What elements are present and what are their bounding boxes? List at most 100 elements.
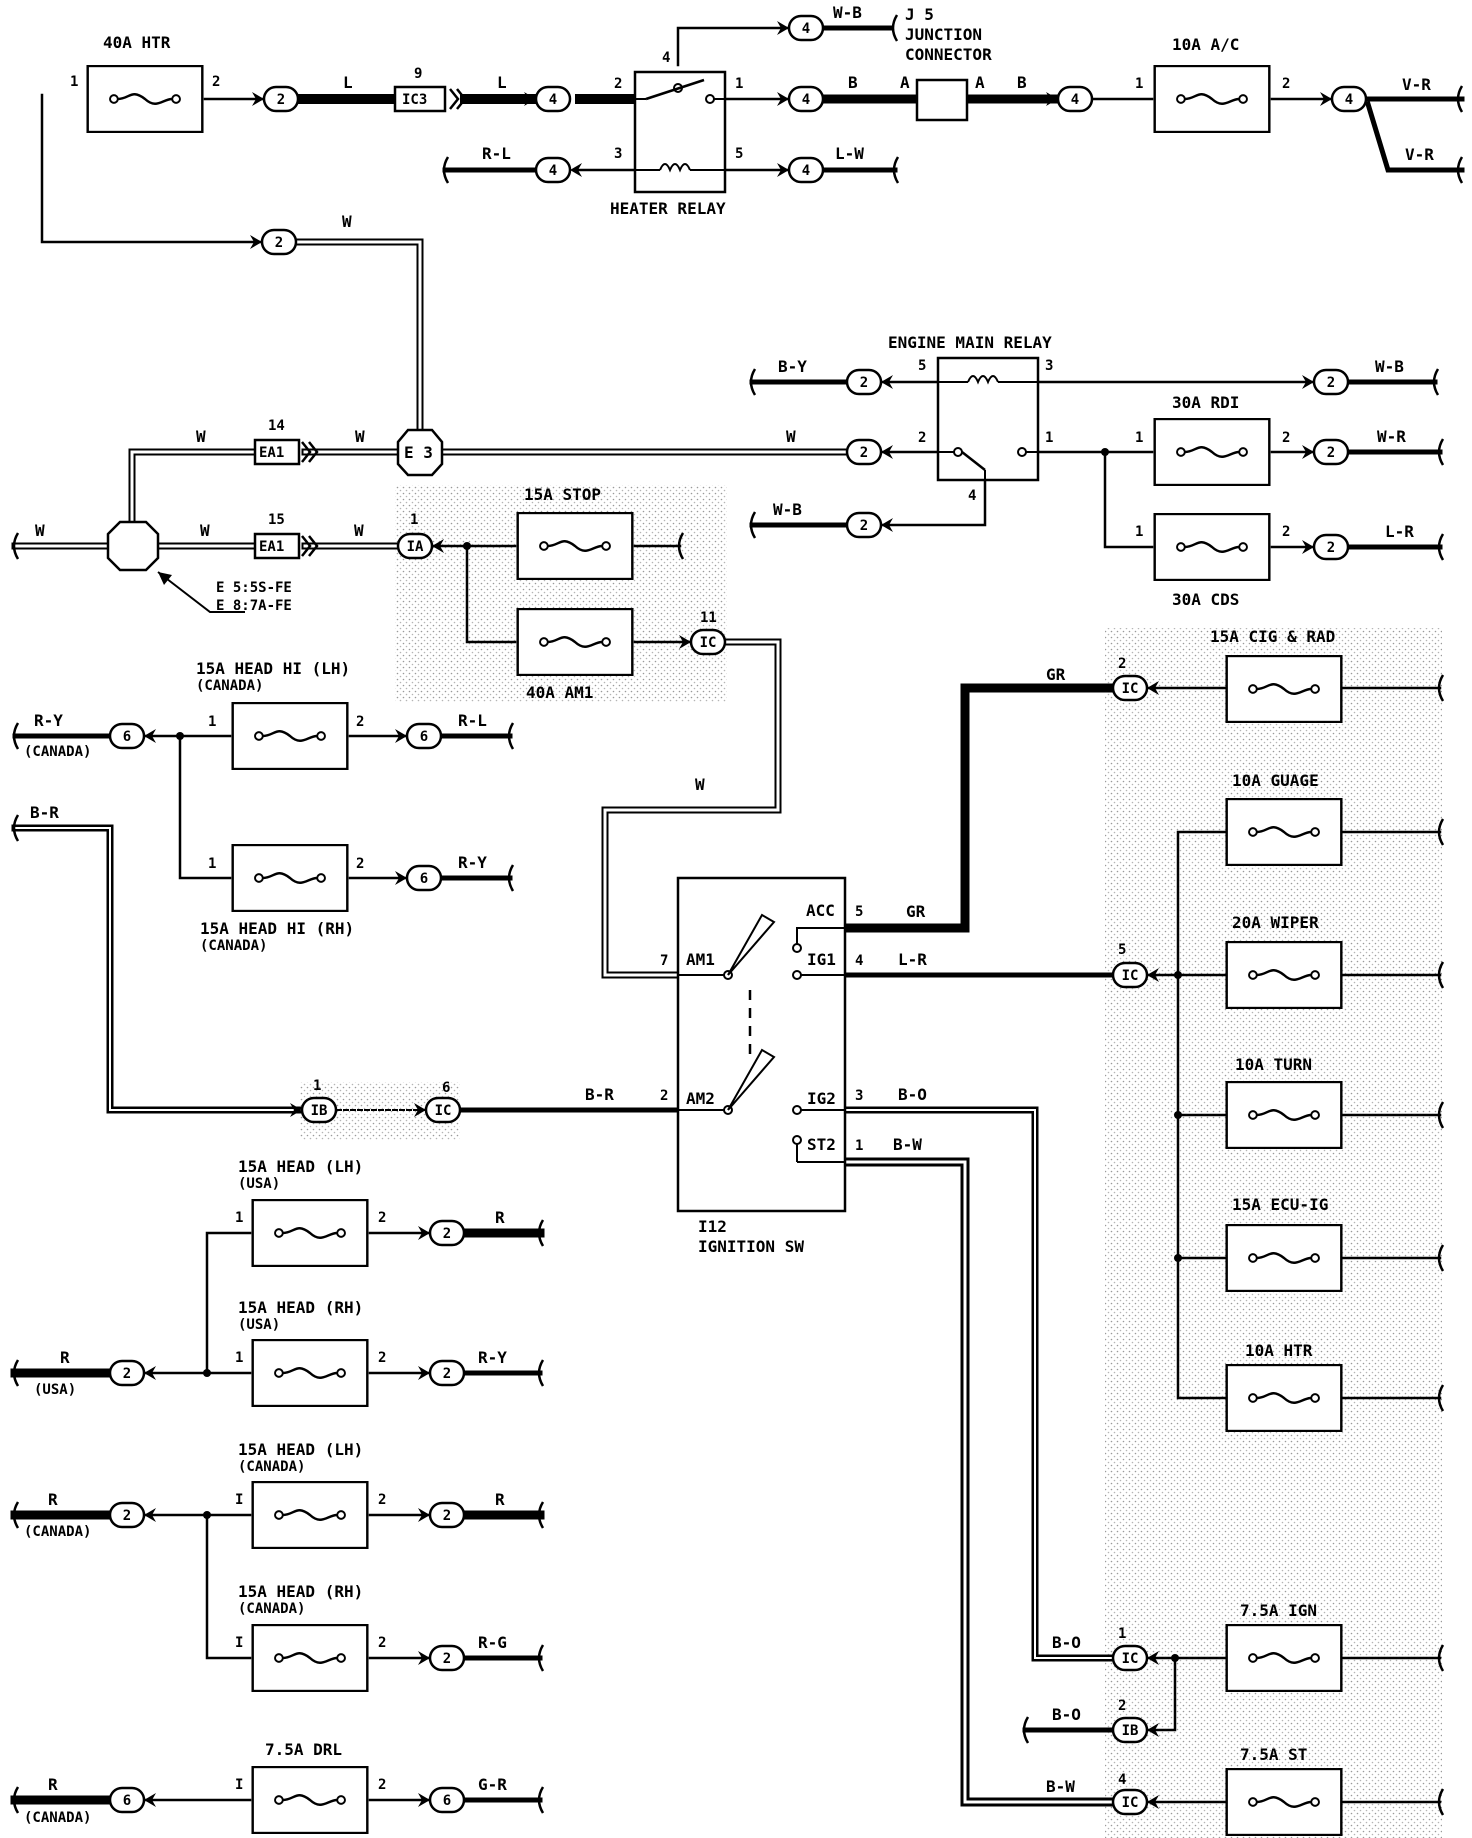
wire-label-r-usa-lh: R xyxy=(495,1208,505,1227)
pin-head-usa-rh-2: 2 xyxy=(378,1350,386,1366)
label-fuse-head-rh-canada: 15A HEAD (RH) xyxy=(238,1582,363,1601)
connector-pill-ia-15: IA xyxy=(396,532,444,560)
wire-label-r-can-in: R xyxy=(48,1490,58,1509)
pin-emr-4: 4 xyxy=(968,488,976,504)
terminal-am2: AM2 xyxy=(686,1089,715,1108)
splice-e5-e8 xyxy=(106,520,160,572)
label-fuse-head-lh-canada: 15A HEAD (LH) xyxy=(238,1440,363,1459)
label-ic3: IC3 xyxy=(402,92,427,108)
connector-pill-c6-19: 6 xyxy=(395,864,443,892)
wire-color-labels: L L W-B B A A B V-R V-R R-L L-W W B-Y W-… xyxy=(24,3,1434,1826)
connector-pill-label: IB xyxy=(1122,1723,1139,1739)
wire-label-r-drl-in: R xyxy=(48,1775,58,1794)
connector-pill-label: 6 xyxy=(443,1793,451,1809)
pin-headhi-rh-2: 2 xyxy=(356,856,364,872)
connector-pill-label: 2 xyxy=(1327,540,1335,556)
fuse-40a-htr xyxy=(86,65,204,133)
label-usa-head-lh: (USA) xyxy=(238,1176,280,1192)
pin-cds-1: 1 xyxy=(1135,524,1143,540)
fuse-20a-wiper xyxy=(1225,941,1343,1009)
pin-ac-1: 1 xyxy=(1135,76,1143,92)
label-connector: CONNECTOR xyxy=(905,45,992,64)
wire-w-e3-inner xyxy=(296,240,422,432)
wire-label-lw: L-W xyxy=(835,144,864,163)
label-junction: JUNCTION xyxy=(905,25,982,44)
connector-pill-c2-12: 2 xyxy=(1302,438,1350,466)
label-ea1-14: EA1 xyxy=(259,445,284,461)
wire-label-wb-top: W-B xyxy=(833,3,862,22)
connector-pill-label: 2 xyxy=(123,1508,131,1524)
connector-pill-label: 6 xyxy=(123,1793,131,1809)
wire-cds-branch xyxy=(1103,450,1154,549)
connector-pill-label: IC xyxy=(1122,1795,1139,1811)
pin-head-can-rh-2: 2 xyxy=(378,1635,386,1651)
wire-label-vr-1: V-R xyxy=(1402,75,1431,94)
wire-label-br-am2: B-R xyxy=(585,1085,614,1104)
wire-label-ry-headhi: R-Y xyxy=(458,853,487,872)
connector-pill-c2-14: 2 xyxy=(845,511,893,539)
connector-pill-ib-20: IB xyxy=(290,1096,338,1124)
terminal-am1: AM1 xyxy=(686,950,715,969)
label-fuse-40a-htr: 40A HTR xyxy=(103,33,171,52)
fuse-15a-head-rh-canada xyxy=(251,1624,369,1692)
wire-label-w-ea1-14: W xyxy=(196,427,206,446)
connector-pill-label: 2 xyxy=(123,1366,131,1382)
wire-vr-2 xyxy=(1364,100,1465,173)
connector-pill-c6-33: 6 xyxy=(108,1786,156,1814)
wire-label-wb-right: W-B xyxy=(1375,357,1404,376)
connector-pill-c2-10: 2 xyxy=(1302,368,1350,396)
connector-pill-label: IC xyxy=(1122,968,1139,984)
connector-pill-c4-6: 4 xyxy=(534,156,582,184)
connector-pill-label: 2 xyxy=(443,1226,451,1242)
connector-pill-label: 4 xyxy=(549,163,557,179)
wire-label-rg: R-G xyxy=(478,1633,507,1652)
pin-htr-1: 1 xyxy=(70,74,78,90)
fuse-10a-htr xyxy=(1225,1364,1343,1432)
connector-pill-c2-32: 2 xyxy=(418,1644,466,1672)
label-e8-note: E 8:7A-FE xyxy=(216,598,292,614)
pin-relay-1: 1 xyxy=(735,76,743,92)
wire-end-brackets xyxy=(12,14,1464,1816)
pin-numbers: 1 2 9 4 2 1 3 5 1 2 5 3 2 1 4 1 2 1 2 14… xyxy=(70,50,1290,1793)
pin-headhi-rh-1: 1 xyxy=(208,856,216,872)
fuse-15a-head-lh-usa xyxy=(251,1199,369,1267)
pin-htr-2: 2 xyxy=(212,74,220,90)
wire-label-gr-acc: GR xyxy=(906,902,926,921)
wire-br-inner xyxy=(14,827,303,1111)
connector-pill-label: IC xyxy=(1122,1651,1139,1667)
connector-pill-ib-25: IB xyxy=(1111,1716,1159,1744)
wire-label-w-e3-left: W xyxy=(355,427,365,446)
wire-label-w-ia: W xyxy=(354,521,364,540)
label-ea1-15: EA1 xyxy=(259,539,284,555)
engine-main-relay xyxy=(936,356,1040,482)
label-engine-main-relay: ENGINE MAIN RELAY xyxy=(888,333,1052,352)
wire-w-ea1-14-inner xyxy=(130,450,262,522)
connector-pill-c2-28: 2 xyxy=(418,1219,466,1247)
junction-connector-j5 xyxy=(915,78,969,122)
label-fuse-htr10: 10A HTR xyxy=(1245,1341,1313,1360)
pin-relay-3: 3 xyxy=(614,146,622,162)
connector-pill-label: 2 xyxy=(443,1366,451,1382)
wire-label-r-can-lh: R xyxy=(495,1490,505,1509)
connector-pill-c6-18: 6 xyxy=(395,722,443,750)
pin-ac-2: 2 xyxy=(1282,76,1290,92)
label-fuse-ign: 7.5A IGN xyxy=(1240,1601,1317,1620)
wire-relay-pin4 xyxy=(676,26,790,67)
wire-headhi-rh-in xyxy=(178,734,232,880)
connector-pill-c2-9: 2 xyxy=(845,368,893,396)
fuse-30a-rdi xyxy=(1153,418,1271,486)
fuse-7-5a-ign xyxy=(1225,1624,1343,1692)
fuse-15a-head-hi-lh xyxy=(231,702,349,770)
wire-gr-thick xyxy=(840,683,1117,933)
pin-emr-3: 3 xyxy=(1045,358,1053,374)
pin-ign-1: 1 xyxy=(855,1138,863,1154)
label-fuse-head-lh-usa: 15A HEAD (LH) xyxy=(238,1157,363,1176)
connector-pill-label: 4 xyxy=(549,92,557,108)
connector-pill-label: 4 xyxy=(1345,92,1353,108)
pin-ic-2: 2 xyxy=(1118,656,1126,672)
pin-ea1-15: 15 xyxy=(268,512,285,528)
pin-head-usa-lh-1: 1 xyxy=(235,1210,243,1226)
wire-head-usa-lh-in xyxy=(205,1231,252,1375)
label-canada-head-rh: (CANADA) xyxy=(238,1601,305,1617)
